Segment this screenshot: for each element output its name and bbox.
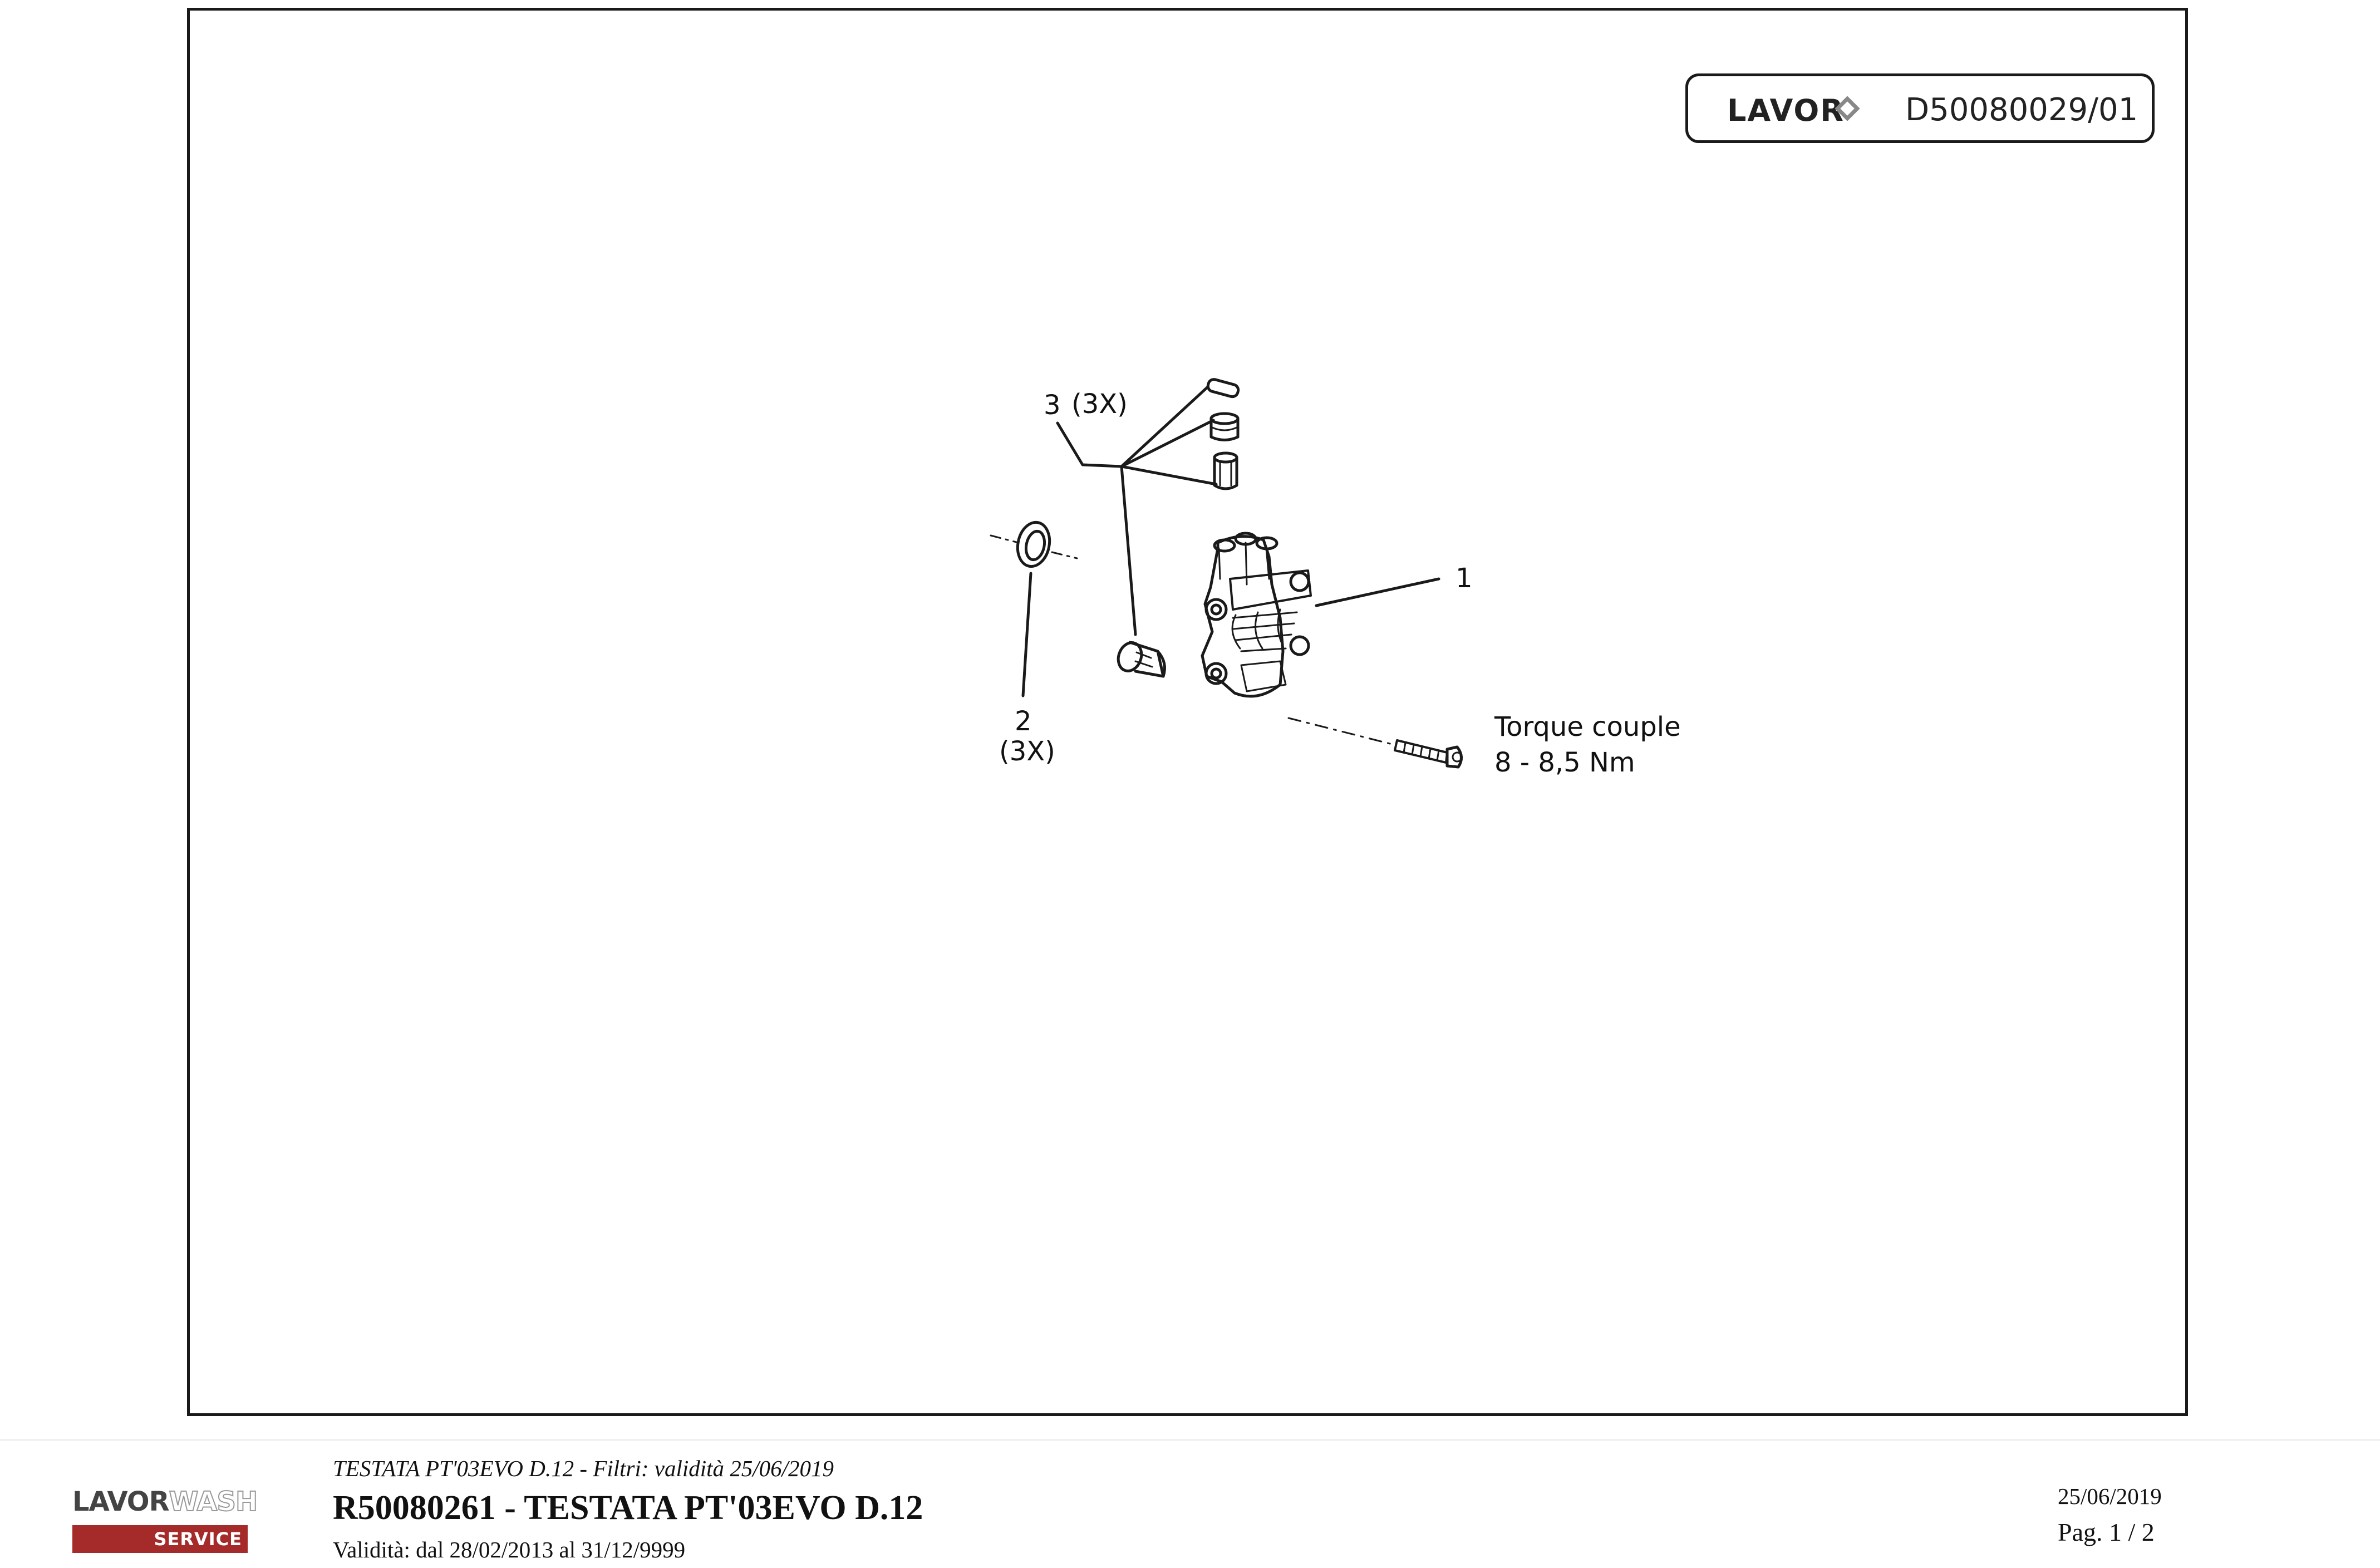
bolt-part <box>1287 717 1463 769</box>
filter-line: TESTATA PT'03EVO D.12 - Filtri: validità… <box>333 1456 834 1481</box>
footer-date: 25/06/2019 <box>2058 1483 2162 1509</box>
valve-pin-part <box>1206 378 1240 399</box>
logo-wash-text: WASH <box>169 1486 259 1518</box>
callout-2-leader <box>1021 572 1032 697</box>
callout-3-quantity: (3X) <box>1071 389 1128 420</box>
valve-assembly-part <box>1117 641 1166 678</box>
page-number: Pag. 1 / 2 <box>2058 1518 2155 1546</box>
callout-2-number: 2 <box>1015 706 1032 737</box>
valve-cage-part <box>1213 451 1238 490</box>
callout-2-quantity: (3X) <box>999 736 1055 767</box>
drawing-code: D50080029/01 <box>1905 92 2138 128</box>
lavor-logo: LAVOR <box>1727 93 1845 128</box>
document-title: R50080261 - TESTATA PT'03EVO D.12 <box>333 1489 923 1527</box>
logo-lavor-text: LAVOR <box>72 1486 170 1517</box>
validity-range: Validità: dal 28/02/2013 al 31/12/9999 <box>333 1537 686 1562</box>
seal-ring-part <box>990 520 1078 697</box>
valve-spring-part <box>1209 412 1240 441</box>
lavorwash-service-logo: LAVORWASH SERVICE <box>72 1486 258 1556</box>
callout-3-leaders <box>1056 385 1218 636</box>
callout-1-leader <box>1315 577 1440 607</box>
torque-note-value: 8 - 8,5 Nm <box>1494 747 1635 778</box>
footer-divider <box>0 1439 2380 1441</box>
title-block: LAVOR D50080029/01 <box>1685 73 2155 143</box>
pump-head-part <box>1201 532 1440 698</box>
callout-3-number: 3 <box>1044 390 1061 421</box>
callout-1-number: 1 <box>1455 563 1473 594</box>
logo-service-band: SERVICE <box>72 1525 248 1553</box>
torque-note-label: Torque couple <box>1494 711 1681 743</box>
drawing-frame <box>187 8 2188 1416</box>
